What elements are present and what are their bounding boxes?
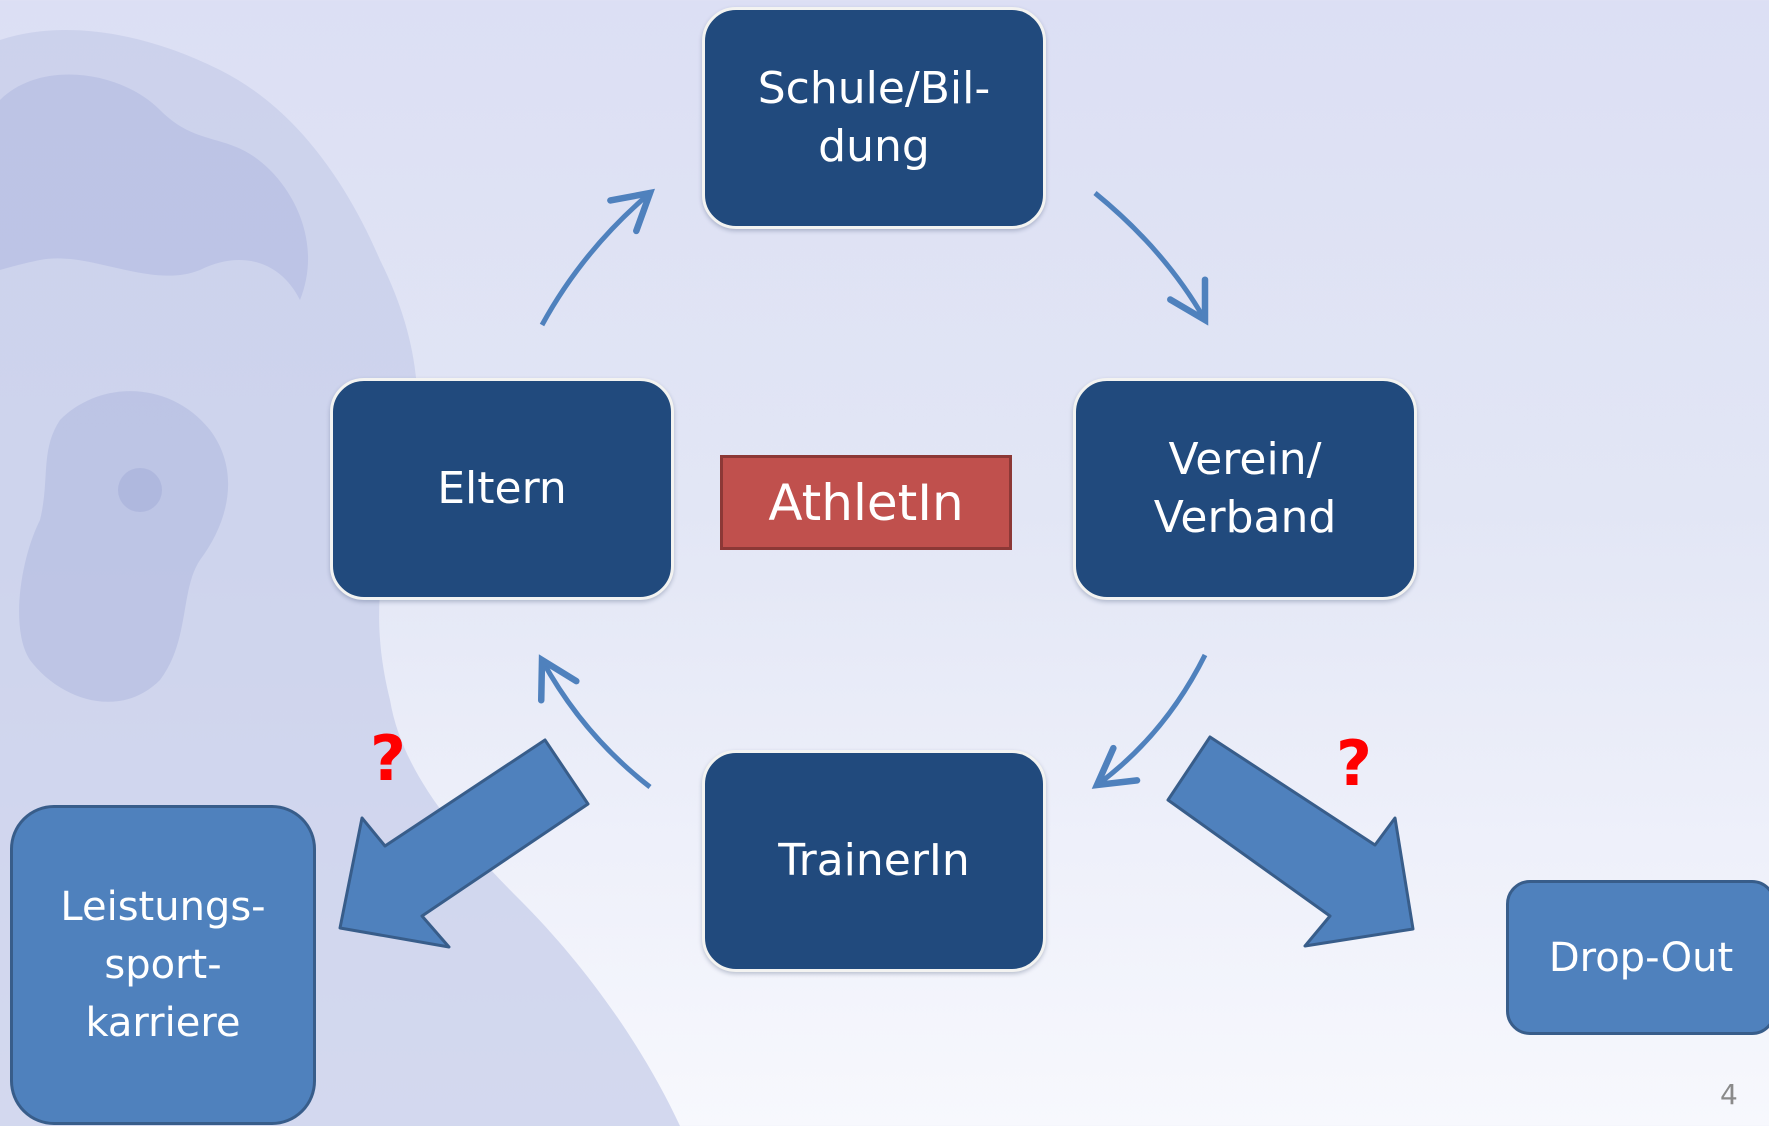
outcome-leistungssportkarriere: Leistungs- sport- karriere	[10, 805, 316, 1125]
outcome-arrow-left	[338, 738, 590, 949]
node-verein-verband: Verein/ Verband	[1073, 378, 1417, 600]
cycle-arrow-schule-to-verein	[1093, 191, 1209, 326]
node-eltern: Eltern	[330, 378, 674, 600]
node-trainerin: TrainerIn	[702, 750, 1046, 972]
center-athletin: AthletIn	[720, 455, 1012, 550]
outcome-arrow-right	[1166, 735, 1415, 948]
cycle-arrow-trainer-to-eltern	[537, 654, 652, 789]
slide-page-number: 4	[1720, 1078, 1738, 1111]
question-mark-right: ?	[1336, 727, 1372, 800]
question-mark-left: ?	[370, 722, 406, 795]
cycle-arrow-verein-to-trainer	[1091, 653, 1208, 789]
portrait-hair	[0, 74, 309, 301]
node-schule-bildung: Schule/Bil- dung	[702, 7, 1046, 229]
portrait-face-shadow	[19, 391, 229, 702]
outcome-drop-out: Drop-Out	[1506, 880, 1769, 1035]
portrait-eye	[118, 468, 162, 512]
cycle-arrow-eltern-to-schule	[539, 188, 655, 327]
